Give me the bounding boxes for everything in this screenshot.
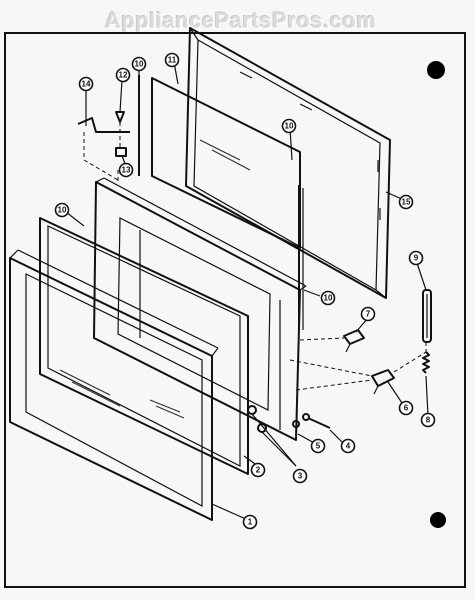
- callout-11: 11: [164, 52, 180, 68]
- part-14-hinge: [77, 112, 130, 182]
- part-8-spring: [393, 342, 430, 374]
- svg-text:12: 12: [119, 71, 128, 80]
- callout-6: 6: [398, 400, 414, 416]
- part-5-screw: [292, 420, 300, 436]
- svg-text:8: 8: [426, 416, 431, 425]
- svg-text:5: 5: [316, 442, 321, 451]
- part-4-screw: [302, 413, 331, 429]
- diagram-border: [4, 32, 466, 588]
- svg-text:15: 15: [402, 198, 411, 207]
- svg-text:6: 6: [404, 404, 409, 413]
- callout-12: 12: [115, 67, 131, 83]
- callout-8: 8: [420, 412, 436, 428]
- part-9-handle: [422, 289, 432, 343]
- callout-4: 4: [340, 438, 356, 454]
- callout-3: 3: [292, 468, 308, 484]
- part-13-fastener: [115, 147, 127, 157]
- svg-text:4: 4: [346, 442, 351, 451]
- middle-door-frame: [93, 177, 307, 441]
- part-15-rear-panel: [185, 27, 391, 299]
- svg-text:11: 11: [168, 56, 177, 65]
- callout-13: 13: [118, 162, 134, 178]
- part-1-outer-frame: [9, 249, 219, 521]
- callout-7: 7: [360, 306, 376, 322]
- svg-text:3: 3: [298, 472, 303, 481]
- callout-1: 1: [242, 514, 258, 530]
- svg-text:2: 2: [256, 466, 261, 475]
- part-3-screws: [247, 405, 297, 467]
- svg-text:10: 10: [58, 206, 67, 215]
- svg-text:9: 9: [414, 254, 419, 263]
- svg-text:10: 10: [135, 60, 144, 69]
- callout-10-left: 10: [54, 202, 70, 218]
- callout-10-top: 10: [131, 56, 147, 72]
- callout-14: 14: [78, 76, 94, 92]
- callout-2: 2: [250, 462, 266, 478]
- svg-text:1: 1: [248, 518, 253, 527]
- part-2-front-glass: [39, 217, 249, 475]
- callout-15: 15: [398, 194, 414, 210]
- callout-10-right-lower: 10: [320, 290, 336, 306]
- svg-text:14: 14: [82, 80, 91, 89]
- svg-text:13: 13: [122, 166, 131, 175]
- svg-text:10: 10: [285, 122, 294, 131]
- part-6-bracket: [289, 337, 395, 395]
- callout-5: 5: [310, 438, 326, 454]
- binder-hole-top: [427, 61, 445, 79]
- callout-10-right-upper: 10: [281, 118, 297, 134]
- watermark-text: AppliancePartsPros.com: [105, 8, 377, 33]
- binder-hole-bottom: [430, 512, 446, 528]
- callout-9: 9: [408, 250, 424, 266]
- svg-text:7: 7: [366, 310, 371, 319]
- part-7-bracket: [343, 329, 365, 353]
- svg-text:10: 10: [324, 294, 333, 303]
